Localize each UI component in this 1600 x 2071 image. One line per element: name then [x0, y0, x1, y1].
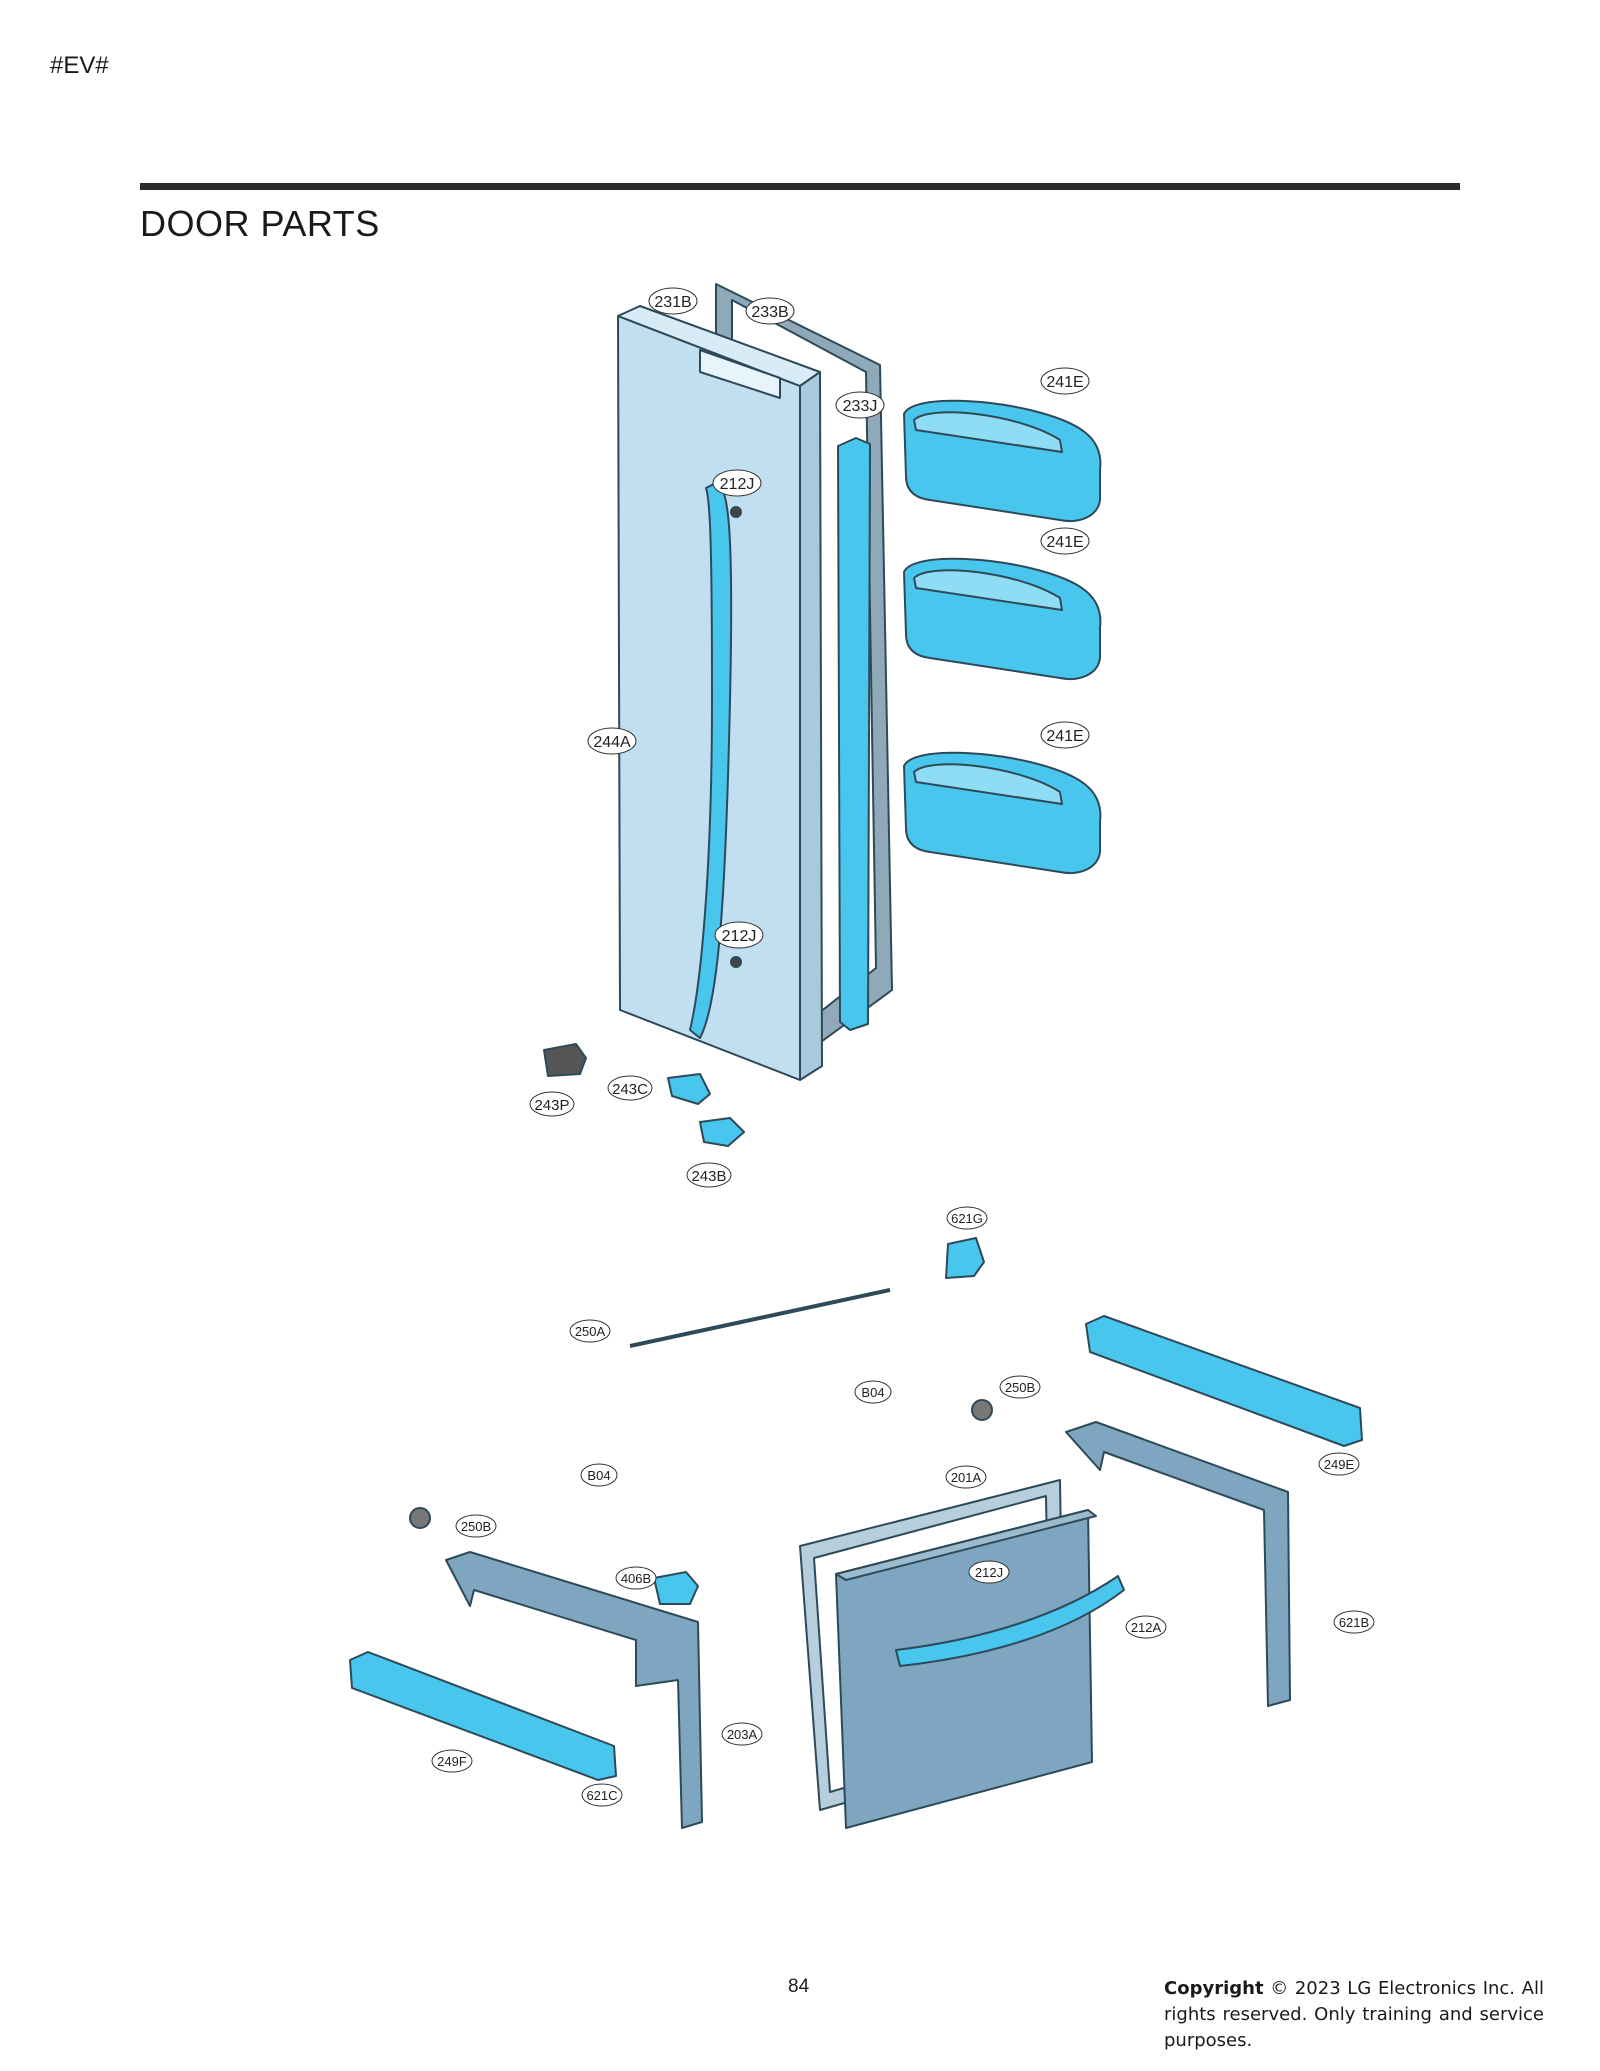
copyright-text: © 2023 LG Electronics Inc. All rights re… — [1164, 1978, 1544, 2051]
callout-243B: 243B — [686, 1162, 732, 1188]
freezer-door-203A — [835, 1509, 1097, 1829]
callout-244A: 244A — [587, 727, 637, 755]
callout-label: 621C — [586, 1788, 617, 1803]
callout-label: 212J — [975, 1565, 1003, 1580]
callout-250B-1: 250B — [999, 1375, 1041, 1399]
callout-label: B04 — [861, 1385, 884, 1400]
callout-621G: 621G — [946, 1206, 988, 1230]
callout-243C: 243C — [607, 1075, 653, 1101]
callout-label: 233B — [751, 304, 788, 321]
callout-label: 250A — [575, 1324, 606, 1339]
rail-249E — [1085, 1315, 1363, 1447]
section-rule — [140, 183, 1460, 190]
door-bin-241E-bottom — [903, 751, 1102, 874]
callout-212J-bottom: 212J — [968, 1560, 1010, 1584]
callout-243P: 243P — [529, 1091, 575, 1117]
callout-212J-top: 212J — [712, 469, 762, 497]
callout-B04-1: B04 — [854, 1380, 892, 1404]
callout-label: 249F — [437, 1754, 467, 1769]
section-title: DOOR PARTS — [140, 203, 380, 244]
callout-label: 243C — [612, 1081, 648, 1098]
callout-201A: 201A — [945, 1465, 987, 1489]
callout-label: 241E — [1046, 534, 1083, 551]
callout-label: 233J — [843, 398, 878, 415]
callout-label: B04 — [587, 1468, 610, 1483]
callout-label: 231B — [654, 294, 691, 311]
copyright-notice: Copyright © 2023 LG Electronics Inc. All… — [1164, 1976, 1544, 2054]
door-bin-241E-top — [903, 399, 1102, 522]
refrigerator-door-244A — [617, 305, 823, 1081]
callout-label: 250B — [461, 1519, 491, 1534]
callout-label: 203A — [727, 1727, 758, 1742]
bracket-621G — [945, 1237, 985, 1279]
callout-label: 243B — [691, 1168, 726, 1185]
door-bin-241E-middle — [903, 557, 1102, 680]
callout-label: 212A — [1131, 1620, 1162, 1635]
callout-406B: 406B — [615, 1566, 657, 1590]
door-strip-233J — [837, 437, 871, 1031]
callout-231B: 231B — [648, 287, 698, 315]
callout-203A: 203A — [721, 1722, 763, 1746]
callout-241E-2: 241E — [1040, 527, 1090, 555]
callout-label: 212J — [720, 476, 755, 493]
hinge-part-243P — [543, 1043, 587, 1077]
callout-233J: 233J — [835, 391, 885, 419]
callout-label: 249E — [1324, 1457, 1355, 1472]
callout-label: 406B — [621, 1571, 651, 1586]
callout-249F: 249F — [431, 1749, 473, 1773]
handle-212A — [895, 1575, 1125, 1667]
callout-250B-2: 250B — [455, 1514, 497, 1538]
callout-label: 243P — [534, 1097, 569, 1114]
callout-249E: 249E — [1318, 1452, 1360, 1476]
callout-241E-1: 241E — [1040, 367, 1090, 395]
callout-621B: 621B — [1333, 1610, 1375, 1634]
callout-250A: 250A — [569, 1319, 611, 1343]
callout-241E-3: 241E — [1040, 721, 1090, 749]
page-number: 84 — [788, 1976, 810, 1997]
callout-label: 250B — [1005, 1380, 1035, 1395]
callout-212J-mid: 212J — [714, 921, 764, 949]
callout-label: 621G — [951, 1211, 983, 1226]
copyright-lead: Copyright — [1164, 1978, 1264, 1999]
rod-250A — [629, 1288, 891, 1348]
callout-label: 241E — [1046, 374, 1083, 391]
frame-621B — [1065, 1421, 1291, 1707]
frame-621C — [445, 1551, 703, 1829]
callout-label: 244A — [593, 734, 631, 751]
callout-label: 201A — [951, 1470, 982, 1485]
callout-212A: 212A — [1125, 1615, 1167, 1639]
gear-250B-left — [409, 1507, 431, 1529]
hinge-part-243C — [667, 1073, 711, 1105]
hinge-part-243B — [699, 1117, 745, 1147]
callout-label: 241E — [1046, 728, 1083, 745]
callout-B04-2: B04 — [580, 1463, 618, 1487]
callout-label: 212J — [722, 928, 757, 945]
model-code: #EV# — [50, 52, 109, 79]
gear-250B-right — [971, 1399, 993, 1421]
callout-label: 621B — [1339, 1615, 1369, 1630]
rail-249F — [349, 1651, 617, 1781]
part-406B — [653, 1571, 699, 1605]
callout-621C: 621C — [581, 1783, 623, 1807]
callout-233B: 233B — [745, 297, 795, 325]
